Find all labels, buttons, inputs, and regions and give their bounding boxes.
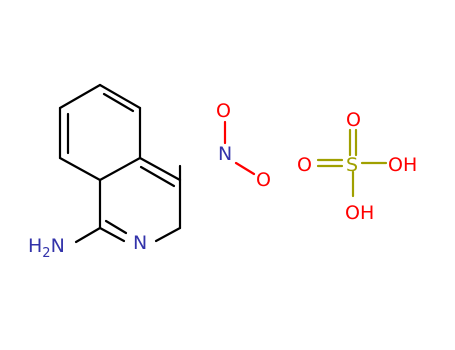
bond-c4a-c4 [138, 156, 182, 182]
nitro-oxygen-right-label: O [256, 169, 271, 191]
bond-c8a-c1 [58, 156, 102, 182]
bond-nitro-o-right [234, 161, 256, 176]
sulfuric-acid-structure: S O O OH OH [297, 109, 417, 224]
oxygen-top-label: O [346, 109, 361, 131]
nitro-oxygen-top-label: O [216, 100, 231, 122]
ring-nitrogen-label: N [133, 232, 147, 254]
bond-c1-n2-inner [104, 219, 128, 235]
bond-c8-c8a [58, 83, 102, 110]
bond-c1-nh2 [74, 226, 102, 244]
bond-c7-c6 [98, 83, 142, 110]
bond-c4a-c8a [98, 156, 142, 182]
nitro-nitrogen-label: N [218, 143, 232, 165]
oxygen-left-label: O [297, 154, 312, 176]
pyridine-ring [98, 156, 182, 243]
hydroxyl-bottom-label: OH [345, 202, 374, 224]
bond-c6-c6-inner [102, 92, 135, 113]
hydroxyl-right-label: OH [388, 154, 417, 176]
bond-c4a-c4-inner [139, 165, 176, 188]
amine-label: H2N [28, 235, 65, 261]
benzene-ring [58, 83, 142, 182]
bond-c1-n2 [98, 226, 126, 243]
bond-c3-n2 [154, 226, 182, 243]
sulfur-label: S [346, 154, 358, 176]
nitroisoquinolinamine-structure: H2N N N O O [28, 83, 271, 261]
